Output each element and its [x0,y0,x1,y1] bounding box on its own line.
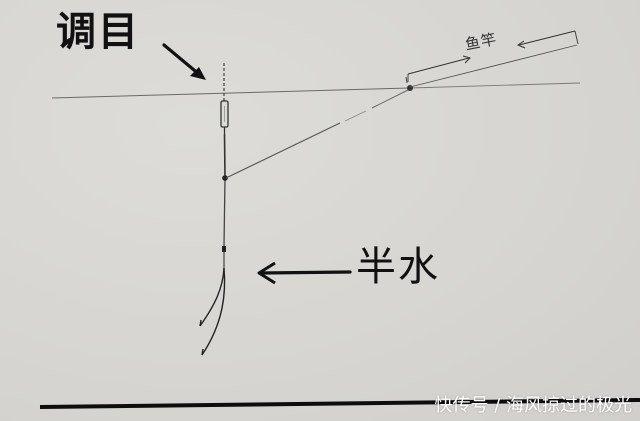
rod-tip [405,76,413,91]
half-water-arrow-icon [257,261,352,285]
float [220,100,229,134]
main-line [223,133,226,268]
hook-links [199,267,226,356]
watermark: 快传号 / 海风掠过的极光 [434,395,632,416]
water-surface-line [51,82,581,99]
rod-dimension [407,30,579,82]
ground-line [39,398,640,409]
line-knot [222,175,228,181]
half-water-label: 半水 [356,244,440,290]
adjust-target-arrow-icon [162,43,206,80]
rod-line [225,88,411,179]
fishing-rod [409,44,578,88]
adjust-target-label: 调目 [56,9,140,55]
split-shot [222,246,226,252]
